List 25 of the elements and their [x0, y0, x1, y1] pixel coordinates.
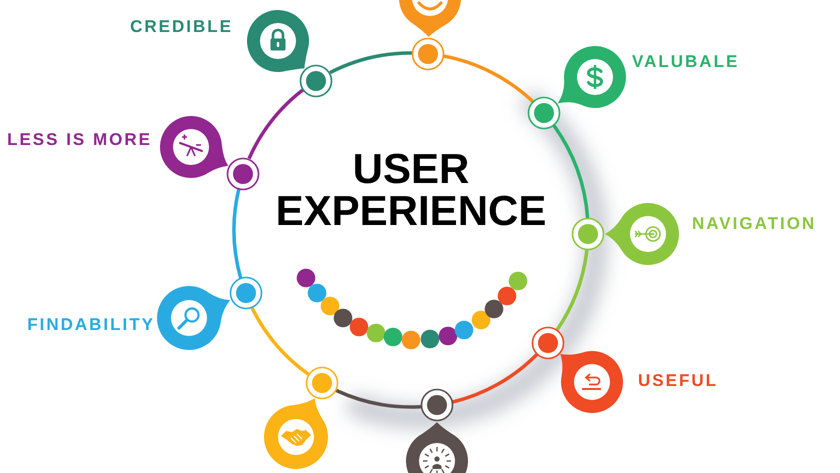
ring-dot: [570, 217, 605, 252]
topic-label: USEFUL: [638, 371, 718, 391]
ring-dot: [304, 366, 339, 400]
topic-label: LESS IS MORE: [7, 130, 152, 150]
ring-dot: [410, 36, 445, 71]
topic-label: VALUBALE: [632, 52, 740, 72]
diagram-title: USER EXPERIENCE: [274, 148, 548, 232]
topic-label: FINDABILITY: [27, 315, 155, 335]
topic-label: CREDIBLE: [130, 17, 233, 37]
ring-dot: [420, 388, 454, 422]
ring-segment: [556, 250, 589, 331]
ring-segment: [250, 307, 310, 376]
ring-dot: [526, 96, 561, 130]
ring-segment: [552, 124, 590, 218]
ring-segment: [329, 51, 412, 74]
ring-segment: [336, 388, 421, 408]
ring-segment: [452, 353, 538, 404]
ring-segment: [443, 54, 534, 103]
ring-dot: [299, 64, 334, 98]
ring-dot: [226, 156, 260, 191]
ring-segment: [247, 88, 304, 160]
ring-dot: [530, 326, 565, 360]
topic-label: NAVIGATION: [692, 214, 816, 234]
ring-segment: [232, 188, 242, 279]
ring-dot: [228, 276, 263, 310]
